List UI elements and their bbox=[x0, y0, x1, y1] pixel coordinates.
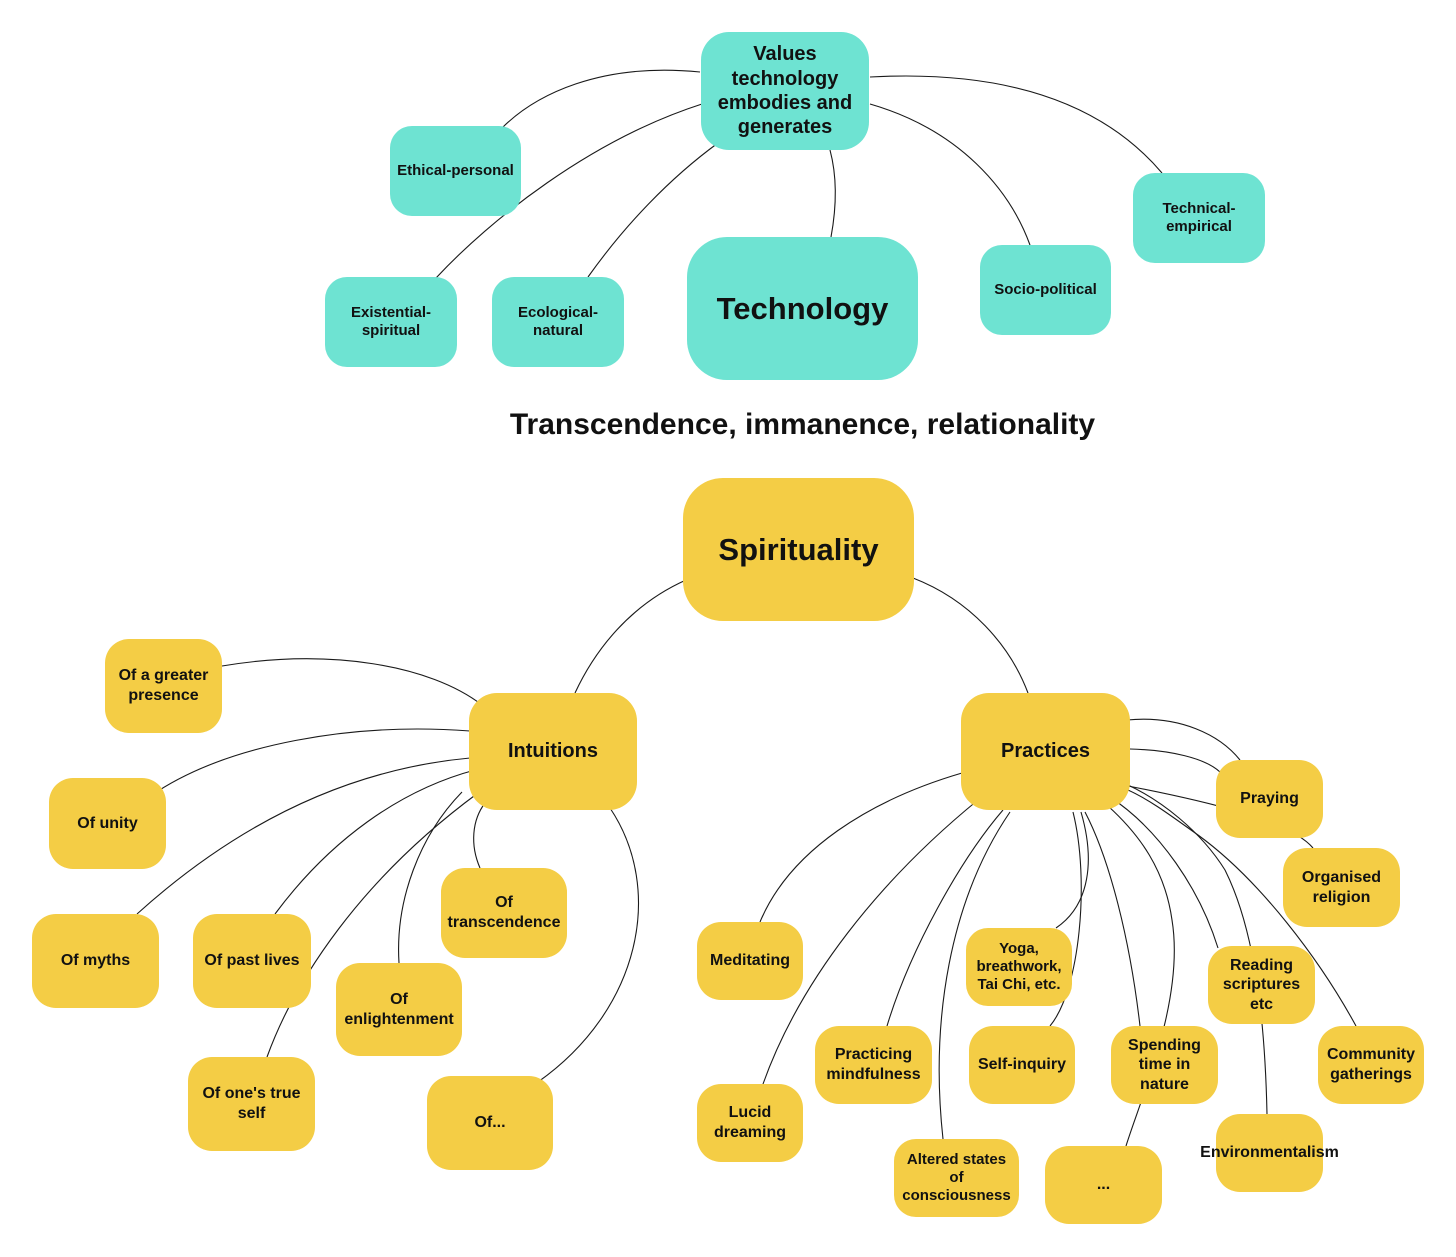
practice-environmentalism-node[interactable]: Environmentalism bbox=[1200, 1114, 1339, 1192]
edge-intuitions-enlightenment bbox=[398, 791, 463, 964]
values-hub-node[interactable]: Values technology embodies and generates bbox=[701, 32, 869, 150]
edge-practices-yoga bbox=[1055, 811, 1089, 929]
practice-nature-node[interactable]: Spending time in nature bbox=[1111, 1026, 1218, 1104]
value-existential-spiritual-node[interactable]: Existential-spiritual bbox=[325, 277, 457, 367]
edge-intuitions-of-ellipsis bbox=[537, 807, 639, 1083]
value-ethical-personal-node[interactable]: Ethical-personal bbox=[390, 126, 521, 216]
spirituality-root-node[interactable]: Spirituality bbox=[683, 478, 914, 621]
edge-practices-praying-upper bbox=[1126, 718, 1241, 761]
intuitions-node[interactable]: Intuitions bbox=[469, 693, 637, 810]
practice-self-inquiry-node[interactable]: Self-inquiry bbox=[969, 1026, 1075, 1104]
edge-practices-meditating bbox=[759, 772, 963, 923]
value-ecological-natural-node[interactable]: Ecological-natural bbox=[492, 277, 624, 367]
intuition-greater-presence-node[interactable]: Of a greater presence bbox=[105, 639, 222, 733]
intuition-true-self-node[interactable]: Of one's true self bbox=[188, 1057, 315, 1151]
edge-values-technology bbox=[829, 149, 836, 238]
practice-ellipsis-node[interactable]: ... bbox=[1045, 1146, 1162, 1224]
technology-root-node[interactable]: Technology bbox=[687, 237, 918, 380]
practice-altered-states-node[interactable]: Altered states of consciousness bbox=[894, 1139, 1019, 1217]
center-title: Transcendence, immanence, relationality bbox=[509, 408, 1096, 441]
edge-values-ethical bbox=[501, 69, 701, 129]
practice-community-node[interactable]: Community gatherings bbox=[1318, 1026, 1424, 1104]
practice-meditating-node[interactable]: Meditating bbox=[697, 922, 803, 1000]
edge-practices-environmentalism bbox=[1127, 784, 1268, 1115]
edge-intuitions-myths bbox=[136, 757, 471, 915]
edge-values-sociopolitical bbox=[869, 103, 1031, 246]
intuition-enlightenment-node[interactable]: Of enlightenment bbox=[336, 963, 462, 1056]
intuition-transcendence-node[interactable]: Of transcendence bbox=[441, 868, 567, 958]
edge-practices-community bbox=[1127, 789, 1357, 1027]
intuition-of-ellipsis-node[interactable]: Of... bbox=[427, 1076, 553, 1170]
practice-reading-scriptures-node[interactable]: Reading scriptures etc bbox=[1208, 946, 1315, 1024]
practice-organised-religion-node[interactable]: Organised religion bbox=[1283, 848, 1400, 927]
edge-practices-self-inquiry bbox=[1049, 811, 1082, 1027]
edge-practices-nature bbox=[1084, 811, 1141, 1027]
edge-practices-reading-scriptures bbox=[1109, 796, 1219, 949]
intuition-past-lives-node[interactable]: Of past lives bbox=[193, 914, 311, 1008]
edge-practices-mindfulness bbox=[886, 809, 1004, 1027]
practice-mindfulness-node[interactable]: Practicing mindfulness bbox=[815, 1026, 932, 1104]
intuition-myths-node[interactable]: Of myths bbox=[32, 914, 159, 1008]
practice-yoga-node[interactable]: Yoga, breathwork, Tai Chi, etc. bbox=[966, 928, 1072, 1006]
value-technical-empirical-node[interactable]: Technical-empirical bbox=[1133, 173, 1265, 263]
edge-practices-altered-states bbox=[938, 811, 1011, 1140]
edge-intuitions-transcendence bbox=[473, 802, 486, 869]
edge-intuitions-past-lives bbox=[274, 769, 476, 915]
edge-values-technical bbox=[869, 75, 1163, 174]
edge-values-existential bbox=[435, 103, 703, 279]
value-socio-political-node[interactable]: Socio-political bbox=[980, 245, 1111, 335]
edge-practices-lucid-dreaming bbox=[762, 799, 979, 1085]
edge-spirituality-practices bbox=[912, 577, 1029, 694]
edge-intuitions-unity bbox=[157, 728, 471, 792]
edge-spirituality-intuitions bbox=[574, 579, 687, 694]
edge-practices-praying bbox=[1129, 748, 1221, 773]
edge-values-ecological bbox=[587, 142, 719, 278]
practice-lucid-dreaming-node[interactable]: Lucid dreaming bbox=[697, 1084, 803, 1162]
edge-intuitions-greater-presence bbox=[221, 658, 483, 706]
practice-praying-node[interactable]: Praying bbox=[1216, 760, 1323, 838]
intuition-unity-node[interactable]: Of unity bbox=[49, 778, 166, 869]
practices-node[interactable]: Practices bbox=[961, 693, 1130, 810]
